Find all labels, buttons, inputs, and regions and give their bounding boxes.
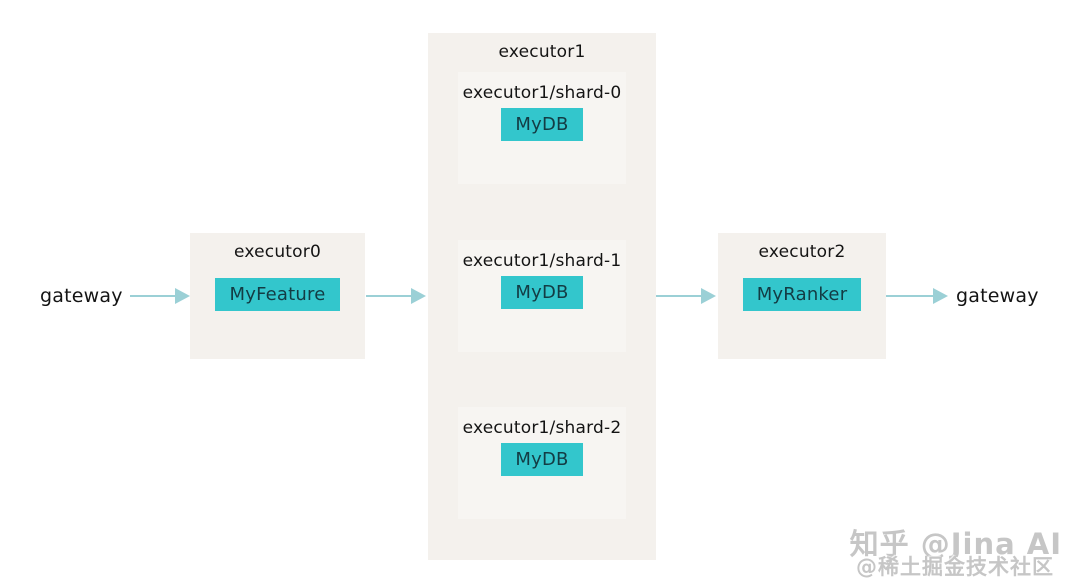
executor1-node: executor1 executor1/shard-0 MyDB executo…	[428, 33, 656, 560]
arrow-executor0-to-executor1	[366, 288, 426, 304]
arrow-shaft	[656, 295, 701, 297]
arrow-shaft	[366, 295, 411, 297]
shard-0-title: executor1/shard-0	[462, 83, 622, 103]
executor1-shard-2: executor1/shard-2 MyDB	[458, 407, 626, 519]
zhihu-watermark: 知乎 @Jina AI	[849, 527, 1062, 561]
executor2-title: executor2	[758, 242, 846, 262]
shard-1-component-box: MyDB	[501, 276, 583, 309]
arrow-shaft	[886, 295, 933, 297]
executor1-title: executor1	[498, 42, 586, 62]
arrow-gateway-to-executor0	[130, 288, 190, 304]
executor1-shard-0: executor1/shard-0 MyDB	[458, 72, 626, 184]
executor1-shard-1: executor1/shard-1 MyDB	[458, 240, 626, 352]
shard-1-title: executor1/shard-1	[462, 251, 622, 271]
arrow-executor1-to-executor2	[656, 288, 716, 304]
executor2-node: executor2 MyRanker	[718, 233, 886, 359]
arrow-head-icon	[701, 288, 716, 304]
shard-0-component-box: MyDB	[501, 108, 583, 141]
juejin-watermark: @稀土掘金技术社区	[856, 555, 1054, 579]
arrow-executor2-to-gateway	[886, 288, 948, 304]
executor2-component-box: MyRanker	[742, 278, 862, 311]
executor0-title: executor0	[234, 242, 321, 262]
executor0-component-box: MyFeature	[215, 278, 340, 311]
arrow-shaft	[130, 295, 175, 297]
arrow-head-icon	[175, 288, 190, 304]
gateway-in-label: gateway	[40, 285, 123, 307]
shard-2-component-box: MyDB	[501, 443, 583, 476]
gateway-out-label: gateway	[956, 285, 1039, 307]
executor0-node: executor0 MyFeature	[190, 233, 365, 359]
arrow-head-icon	[933, 288, 948, 304]
arrow-head-icon	[411, 288, 426, 304]
shard-2-title: executor1/shard-2	[462, 418, 622, 438]
